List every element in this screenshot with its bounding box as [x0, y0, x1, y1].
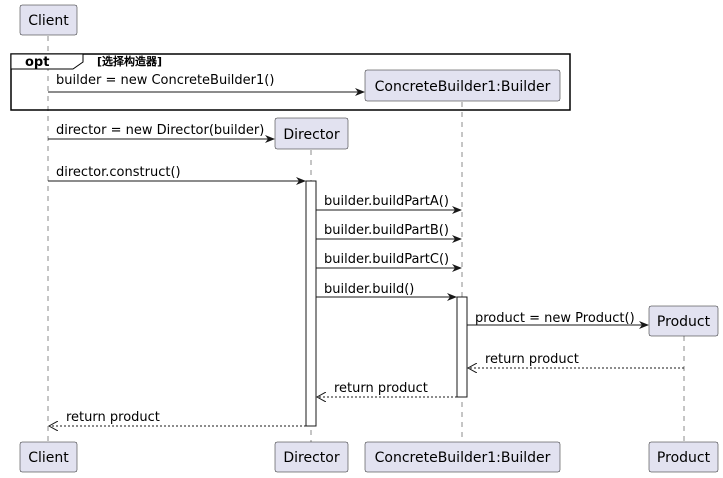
- return-product-to-builder: return product: [468, 352, 684, 368]
- message-label: builder.buildPartA(): [324, 194, 449, 209]
- message-build: builder.build(): [316, 282, 457, 301]
- message-build-part-b: builder.buildPartB(): [316, 223, 462, 243]
- participant-label: Product: [657, 450, 711, 466]
- participant-product-top: Product: [648, 305, 719, 337]
- participant-label: Client: [28, 450, 69, 466]
- participant-label: Director: [283, 127, 339, 143]
- participant-client-top: Client: [19, 4, 78, 36]
- participant-label: Product: [657, 314, 711, 330]
- message-label: director.construct(): [56, 165, 181, 180]
- opt-condition: [选择构造器]: [97, 54, 162, 68]
- director-activation: [305, 180, 317, 427]
- participant-label: Client: [28, 13, 69, 29]
- participant-label: Director: [283, 450, 339, 466]
- message-label: return product: [485, 352, 579, 367]
- message-create-director: director = new Director(builder): [48, 123, 275, 143]
- message-label: builder = new ConcreteBuilder1(): [56, 73, 274, 88]
- message-build-part-a: builder.buildPartA(): [316, 194, 462, 214]
- participant-client-bottom: Client: [19, 441, 78, 473]
- message-label: builder.buildPartC(): [324, 252, 449, 267]
- builder-activation: [456, 296, 468, 398]
- message-build-part-c: builder.buildPartC(): [316, 252, 462, 272]
- participant-builder-top: ConcreteBuilder1:Builder: [364, 69, 561, 102]
- participant-director-bottom: Director: [274, 441, 349, 473]
- message-construct: director.construct(): [48, 165, 306, 185]
- message-label: return product: [334, 381, 428, 396]
- message-label: builder.build(): [324, 282, 414, 297]
- message-label: builder.buildPartB(): [324, 223, 449, 238]
- opt-keyword: opt: [25, 55, 49, 70]
- participant-builder-bottom: ConcreteBuilder1:Builder: [364, 441, 561, 473]
- participant-label: ConcreteBuilder1:Builder: [375, 450, 551, 466]
- message-label: product = new Product(): [475, 311, 635, 326]
- opt-fragment: opt [选择构造器]: [10, 53, 571, 111]
- return-product-to-director: return product: [317, 381, 457, 397]
- message-label: return product: [66, 410, 160, 425]
- participant-label: ConcreteBuilder1:Builder: [375, 79, 551, 95]
- message-label: director = new Director(builder): [56, 123, 264, 138]
- participant-director-top: Director: [274, 117, 349, 150]
- participant-product-bottom: Product: [648, 441, 719, 473]
- message-create-builder: builder = new ConcreteBuilder1(): [48, 73, 365, 96]
- message-create-product: product = new Product(): [467, 311, 649, 329]
- return-product-to-client: return product: [49, 410, 306, 426]
